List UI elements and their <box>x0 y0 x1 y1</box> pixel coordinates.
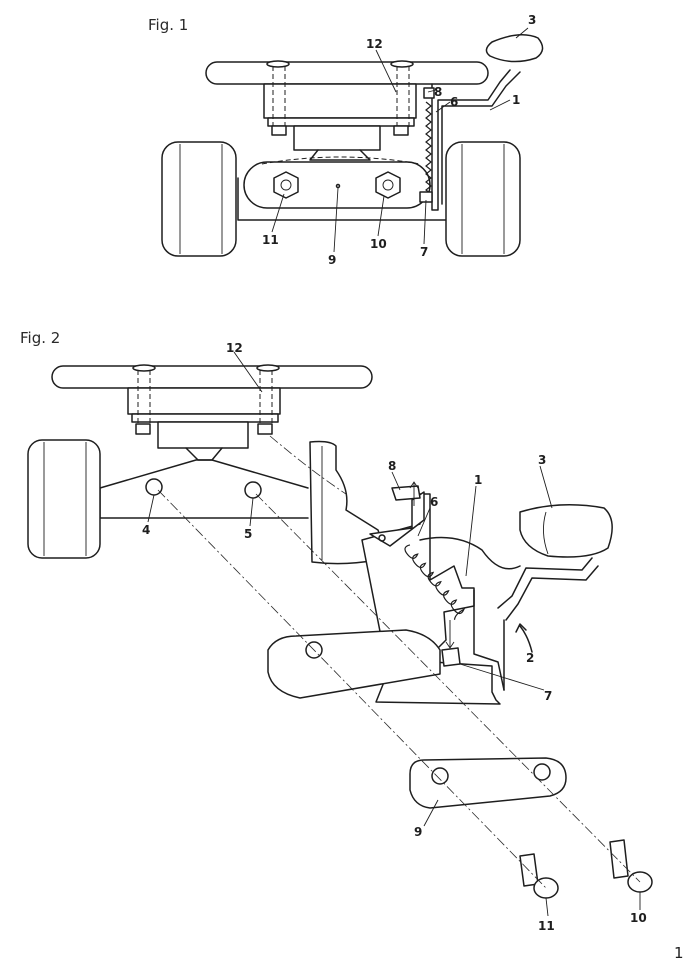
fig2-ref-2: 2 <box>526 651 534 665</box>
fig2-plate-9-hole-right <box>533 763 551 781</box>
fig1-kingpin-housing <box>293 125 381 151</box>
fig2-pin-5 <box>244 481 262 499</box>
fig2-ref-10: 10 <box>630 911 647 925</box>
fig2-ref-1: 1 <box>474 473 482 487</box>
fig2-ref-4: 4 <box>142 523 150 537</box>
fig1-lever-1 <box>431 69 511 211</box>
fig2-ref-11: 11 <box>538 919 555 933</box>
fig2-assembly-axis-5 <box>255 493 641 883</box>
fig2-ref-8: 8 <box>388 459 396 473</box>
figure-2-title: Fig. 2 <box>20 329 60 347</box>
fig1-bolt-11 <box>273 171 299 199</box>
fig2-footrest-3 <box>519 504 613 558</box>
fig1-ref-9: 9 <box>328 253 336 267</box>
fig2-mount-block <box>127 387 281 415</box>
fig2-bolt-11-head <box>533 877 559 899</box>
fig1-bracket-8 <box>423 87 435 99</box>
fig2-nut-left <box>135 423 151 435</box>
fig2-ref-3: 3 <box>538 453 546 467</box>
fig2-kingpin-housing <box>157 421 249 449</box>
fig1-nut-right <box>393 125 409 136</box>
fig1-ref-10: 10 <box>370 237 387 251</box>
fig2-ref-7: 7 <box>544 689 552 703</box>
fig2-bracket-8 <box>369 491 425 547</box>
fig2-rotation-arrow-2 <box>519 625 533 653</box>
fig2-cable <box>419 536 521 570</box>
fig1-ref-1: 1 <box>512 93 520 107</box>
fig1-ref-11: 11 <box>262 233 279 247</box>
fig2-assembly-axis-4 <box>157 489 547 889</box>
fig2-spring-6 <box>404 544 466 620</box>
fig1-deck-bolt-right <box>390 60 414 68</box>
fig2-ref-5: 5 <box>244 527 252 541</box>
fig2-ref-6: 6 <box>430 495 438 509</box>
fig1-wheel-right <box>445 141 521 257</box>
fig2-axle-hanger <box>99 459 309 489</box>
fig1-base-plate <box>267 117 415 127</box>
fig1-ref-12: 12 <box>366 37 383 51</box>
fig2-pin-4 <box>145 478 163 496</box>
fig2-bolt-10-shank <box>609 839 629 879</box>
fig2-plate-9-hole-left <box>431 767 449 785</box>
fig1-footrest-3 <box>485 34 544 63</box>
fig1-spring-6 <box>425 101 432 195</box>
fig1-deck <box>205 61 489 85</box>
fig2-ref-12: 12 <box>226 341 243 355</box>
figure-1-title: Fig. 1 <box>148 16 188 34</box>
figure-1: Fig. 1 <box>148 13 544 267</box>
figure-2: Fig. 2 <box>20 329 653 933</box>
fig1-ref-6: 6 <box>450 95 458 109</box>
fig1-ref-3: 3 <box>528 13 536 27</box>
fig1-ref-7: 7 <box>420 245 428 259</box>
fig2-ref-9: 9 <box>414 825 422 839</box>
fig1-ref-8: 8 <box>434 85 442 99</box>
fig1-bushing <box>309 149 371 161</box>
fig1-deck-bolt-left <box>266 60 290 68</box>
fig1-mount-block <box>263 83 417 119</box>
fig1-bolt-10 <box>375 171 401 199</box>
fig1-wheel-left <box>161 141 237 257</box>
page-number: 1 <box>674 944 684 962</box>
fig1-nut-left <box>271 125 287 136</box>
fig2-nut-right <box>257 423 273 435</box>
fig2-wheel-right-partial <box>309 440 382 565</box>
fig2-deck <box>51 365 373 389</box>
fig2-hook-7 <box>441 647 461 667</box>
fig2-wheel-left <box>27 439 101 559</box>
fig2-plate-9 <box>409 757 567 809</box>
